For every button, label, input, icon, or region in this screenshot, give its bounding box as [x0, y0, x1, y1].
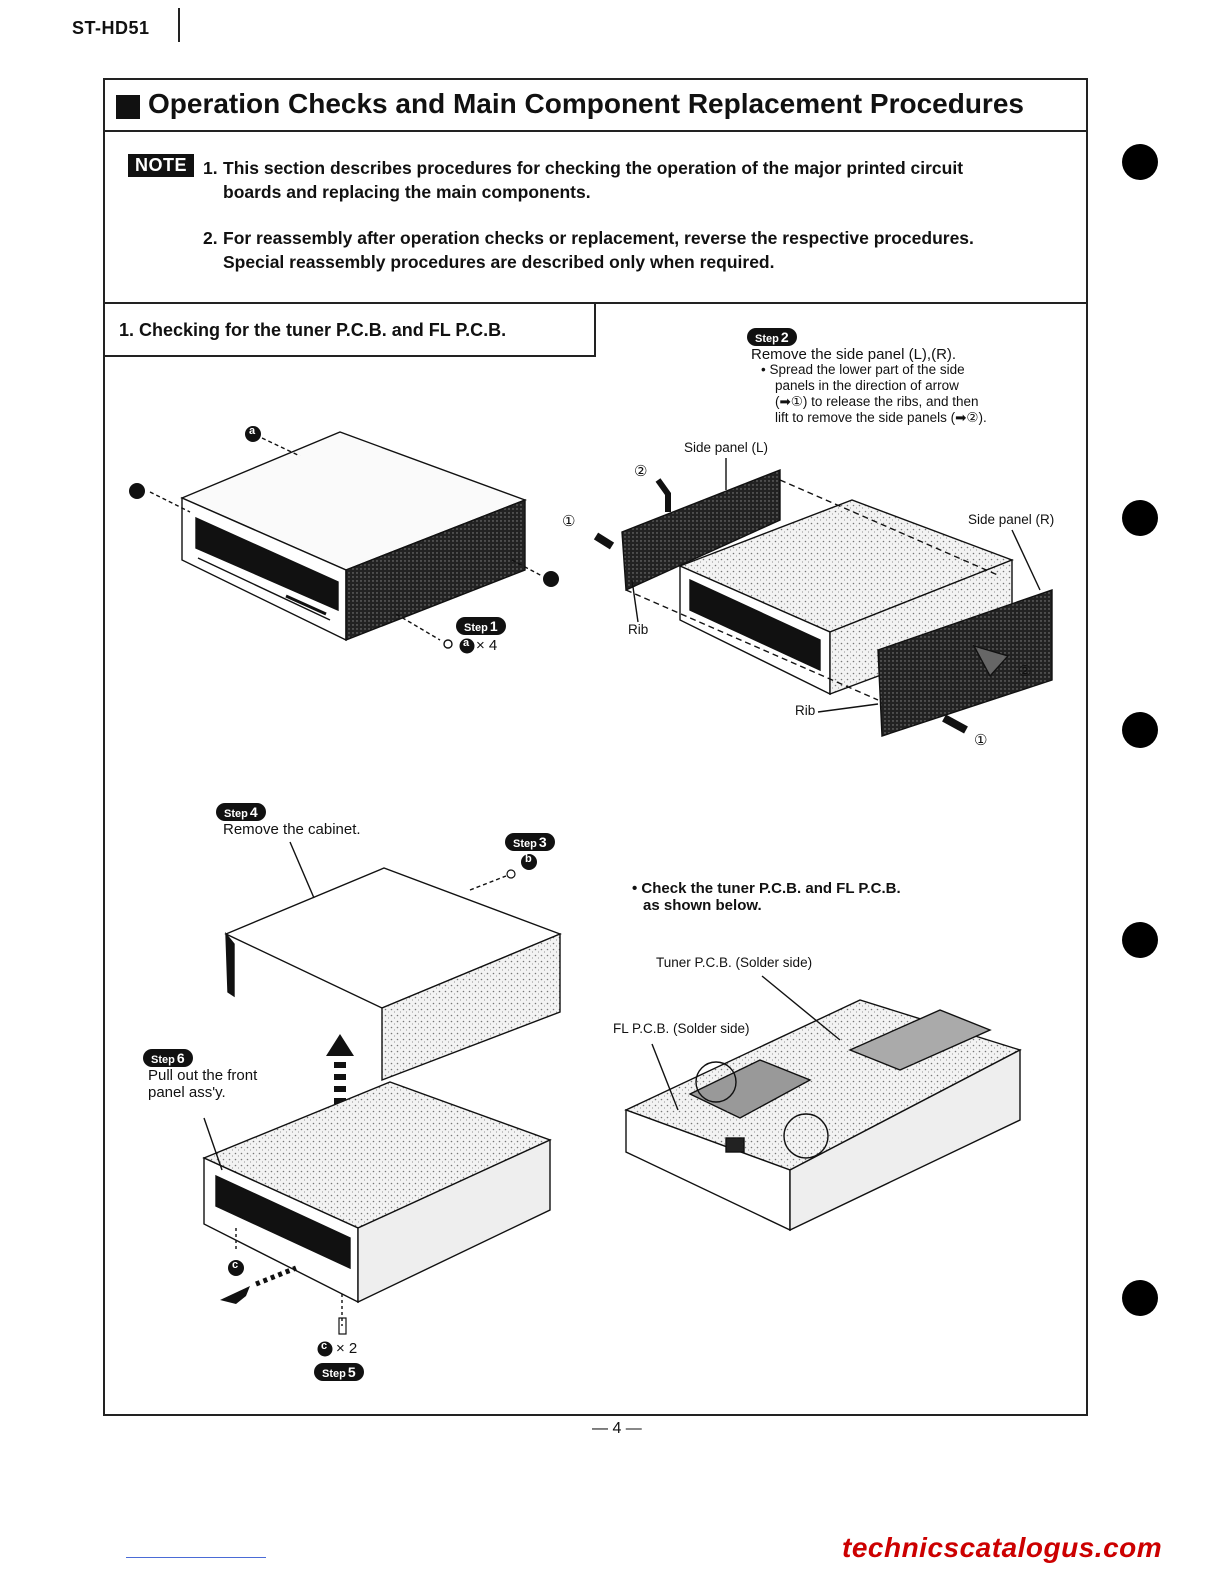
step-5-label: Step	[322, 1368, 346, 1380]
screw-c-label: c	[232, 1259, 239, 1271]
arrow-2-right-label: ②	[1018, 663, 1032, 680]
note-item-1-number: 1.	[203, 158, 218, 178]
note-item-1: 1.This section describes procedures for …	[203, 156, 1063, 204]
note-item-2-line2: Special reassembly procedures are descri…	[223, 252, 775, 272]
screw-c-icon	[228, 1260, 347, 1357]
fl-pcb-callout: FL P.C.B. (Solder side)	[613, 1021, 750, 1036]
note-item-1-line2: boards and replacing the main components…	[223, 182, 591, 202]
arrow-1-right-label: ①	[974, 732, 988, 749]
step-2-text: Remove the side panel (L),(R).	[751, 346, 957, 363]
model-number: ST-HD51	[72, 18, 150, 38]
screw-b-icon	[506, 854, 537, 879]
section-title-box	[103, 302, 596, 357]
cabinet-removal-illustration	[202, 841, 562, 1326]
side-panel-l-callout: Side panel (L)	[684, 440, 769, 455]
step-2-sub-3: (➡①) to release the ribs, and then	[775, 394, 979, 409]
tuner-pcb-callout: Tuner P.C.B. (Solder side)	[656, 955, 813, 970]
watermark-link[interactable]: technicscatalogus.com	[842, 1532, 1163, 1563]
check-text-line2: as shown below.	[643, 897, 762, 914]
binding-hole-2	[1122, 500, 1158, 536]
screw-a-label: a	[249, 425, 256, 437]
section-title: 1. Checking for the tuner P.C.B. and FL …	[119, 320, 507, 340]
rib-right-callout: Rib	[795, 703, 816, 718]
step-1-screw-letter: a	[463, 637, 470, 649]
binding-hole-5	[1122, 1280, 1158, 1316]
arrow-2-left-label: ②	[634, 463, 648, 480]
page-title: Operation Checks and Main Component Repl…	[148, 88, 1024, 119]
rib-left-callout: Rib	[628, 622, 649, 637]
binding-hole-3	[1122, 712, 1158, 748]
step-6-text-line2: panel ass'y.	[148, 1084, 226, 1101]
screw-a-icon	[129, 426, 559, 654]
title-bullet-icon	[116, 95, 140, 119]
title-divider	[103, 130, 1088, 132]
step-6-number: 6	[176, 1050, 185, 1066]
footer-rule	[126, 1557, 266, 1558]
step-1-quantity: × 4	[476, 637, 498, 654]
step-2-number: 2	[780, 329, 789, 345]
step-2-sub-4: lift to remove the side panels (➡②).	[775, 410, 987, 425]
step-6-text-line1: Pull out the front	[148, 1067, 258, 1084]
step-2-sub-1: • Spread the lower part of the side	[761, 362, 965, 377]
binding-hole-1	[1122, 144, 1158, 180]
step-3-number: 3	[538, 834, 547, 850]
binding-hole-4	[1122, 922, 1158, 958]
check-text-line1: • Check the tuner P.C.B. and FL P.C.B.	[632, 880, 901, 897]
step-6-label: Step	[151, 1054, 175, 1066]
step-4-label: Step	[224, 808, 248, 820]
note-item-2: 2.For reassembly after operation checks …	[203, 226, 1063, 274]
side-panel-r-callout: Side panel (R)	[968, 512, 1055, 527]
header-divider	[178, 8, 180, 42]
step-5-screw-letter: c	[321, 1340, 328, 1352]
note-item-2-number: 2.	[203, 228, 218, 248]
step-5-number: 5	[347, 1364, 356, 1380]
step-1-number: 1	[489, 618, 498, 634]
note-badge: NOTE	[128, 154, 195, 177]
page-number: — 4 —	[592, 1420, 642, 1437]
step-4-number: 4	[249, 804, 258, 820]
step-1-label: Step	[464, 622, 488, 634]
note-item-2-line1: For reassembly after operation checks or…	[223, 228, 974, 248]
step-5-quantity: × 2	[336, 1340, 358, 1357]
pcb-check-illustration	[624, 975, 1022, 1232]
step-2-label: Step	[755, 333, 779, 345]
step-4-text: Remove the cabinet.	[223, 821, 361, 838]
step-2-sub-2: panels in the direction of arrow	[775, 378, 959, 393]
note-item-1-line1: This section describes procedures for ch…	[223, 158, 964, 178]
step-3-label: Step	[513, 838, 537, 850]
unit-assembled-illustration	[149, 431, 543, 649]
arrow-1-left-label: ①	[562, 513, 576, 530]
content-frame	[103, 78, 1088, 1416]
unit-side-panels-illustration	[593, 458, 1053, 737]
step-3-screw-letter: b	[525, 853, 532, 865]
